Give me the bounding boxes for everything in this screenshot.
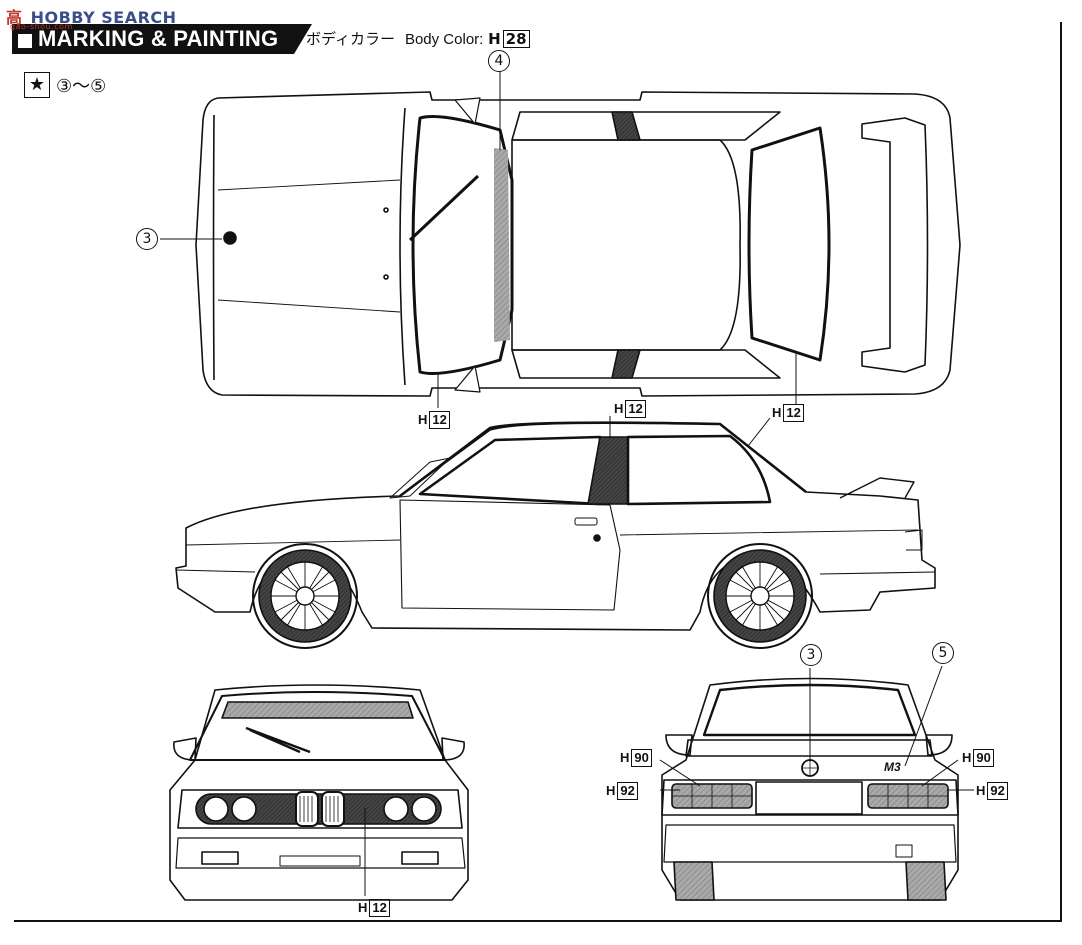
callout-decal-3-rear: 3 <box>800 644 822 666</box>
callout-decal-5: 5 <box>932 642 954 664</box>
decal-range: ③～⑤ <box>56 76 107 97</box>
watermark-cn: 高 <box>6 8 23 27</box>
top-windshield <box>411 115 514 375</box>
watermark-text: HOBBY SEARCH <box>30 8 177 27</box>
body-color-en: Body Color: <box>404 31 484 48</box>
kidney-grille-right <box>321 791 345 827</box>
body-color-jp: ボディカラー <box>306 30 395 48</box>
rear-mudflap-left <box>673 861 715 901</box>
side-roof <box>399 421 807 498</box>
watermark-url: gao-shou.com <box>10 22 73 31</box>
front-windshield <box>189 691 446 761</box>
rear-mudflap-right <box>905 861 947 901</box>
top-spoiler <box>861 117 929 373</box>
front-wheel <box>252 543 358 649</box>
body-color-code: 28 <box>502 30 530 48</box>
section-title: MARKING & PAINTING <box>38 26 279 51</box>
m3-badge: M3 <box>884 760 901 774</box>
top-hood-rear <box>399 107 406 386</box>
side-door <box>399 499 621 611</box>
star-icon: ★ <box>24 72 50 98</box>
side-view <box>175 416 936 649</box>
section-title-bar: MARKING & PAINTING <box>12 24 312 54</box>
top-body-outline <box>195 91 961 397</box>
roundel-top <box>223 231 237 245</box>
rear-view <box>659 665 974 901</box>
top-hood-edge <box>212 114 215 381</box>
watermark: 高 HOBBY SEARCH gao-shou.com <box>6 4 177 31</box>
front-outline <box>169 684 469 901</box>
top-view <box>160 70 961 408</box>
front-view <box>169 684 469 901</box>
page-frame <box>14 22 1062 922</box>
rear-window <box>702 683 917 737</box>
rear-outline <box>661 677 959 901</box>
decal-note: ★ ③～⑤ <box>24 72 106 98</box>
title-square-icon <box>18 34 32 48</box>
rear-wheel <box>707 543 813 649</box>
side-pillar-dark <box>587 436 629 505</box>
top-roof <box>511 139 741 351</box>
top-rear-window <box>747 126 831 362</box>
kidney-grille-left <box>295 791 319 827</box>
callout-decal-3-top: 3 <box>136 228 158 250</box>
callout-decal-4: 4 <box>488 50 510 72</box>
body-color-prefix: H <box>488 30 501 48</box>
